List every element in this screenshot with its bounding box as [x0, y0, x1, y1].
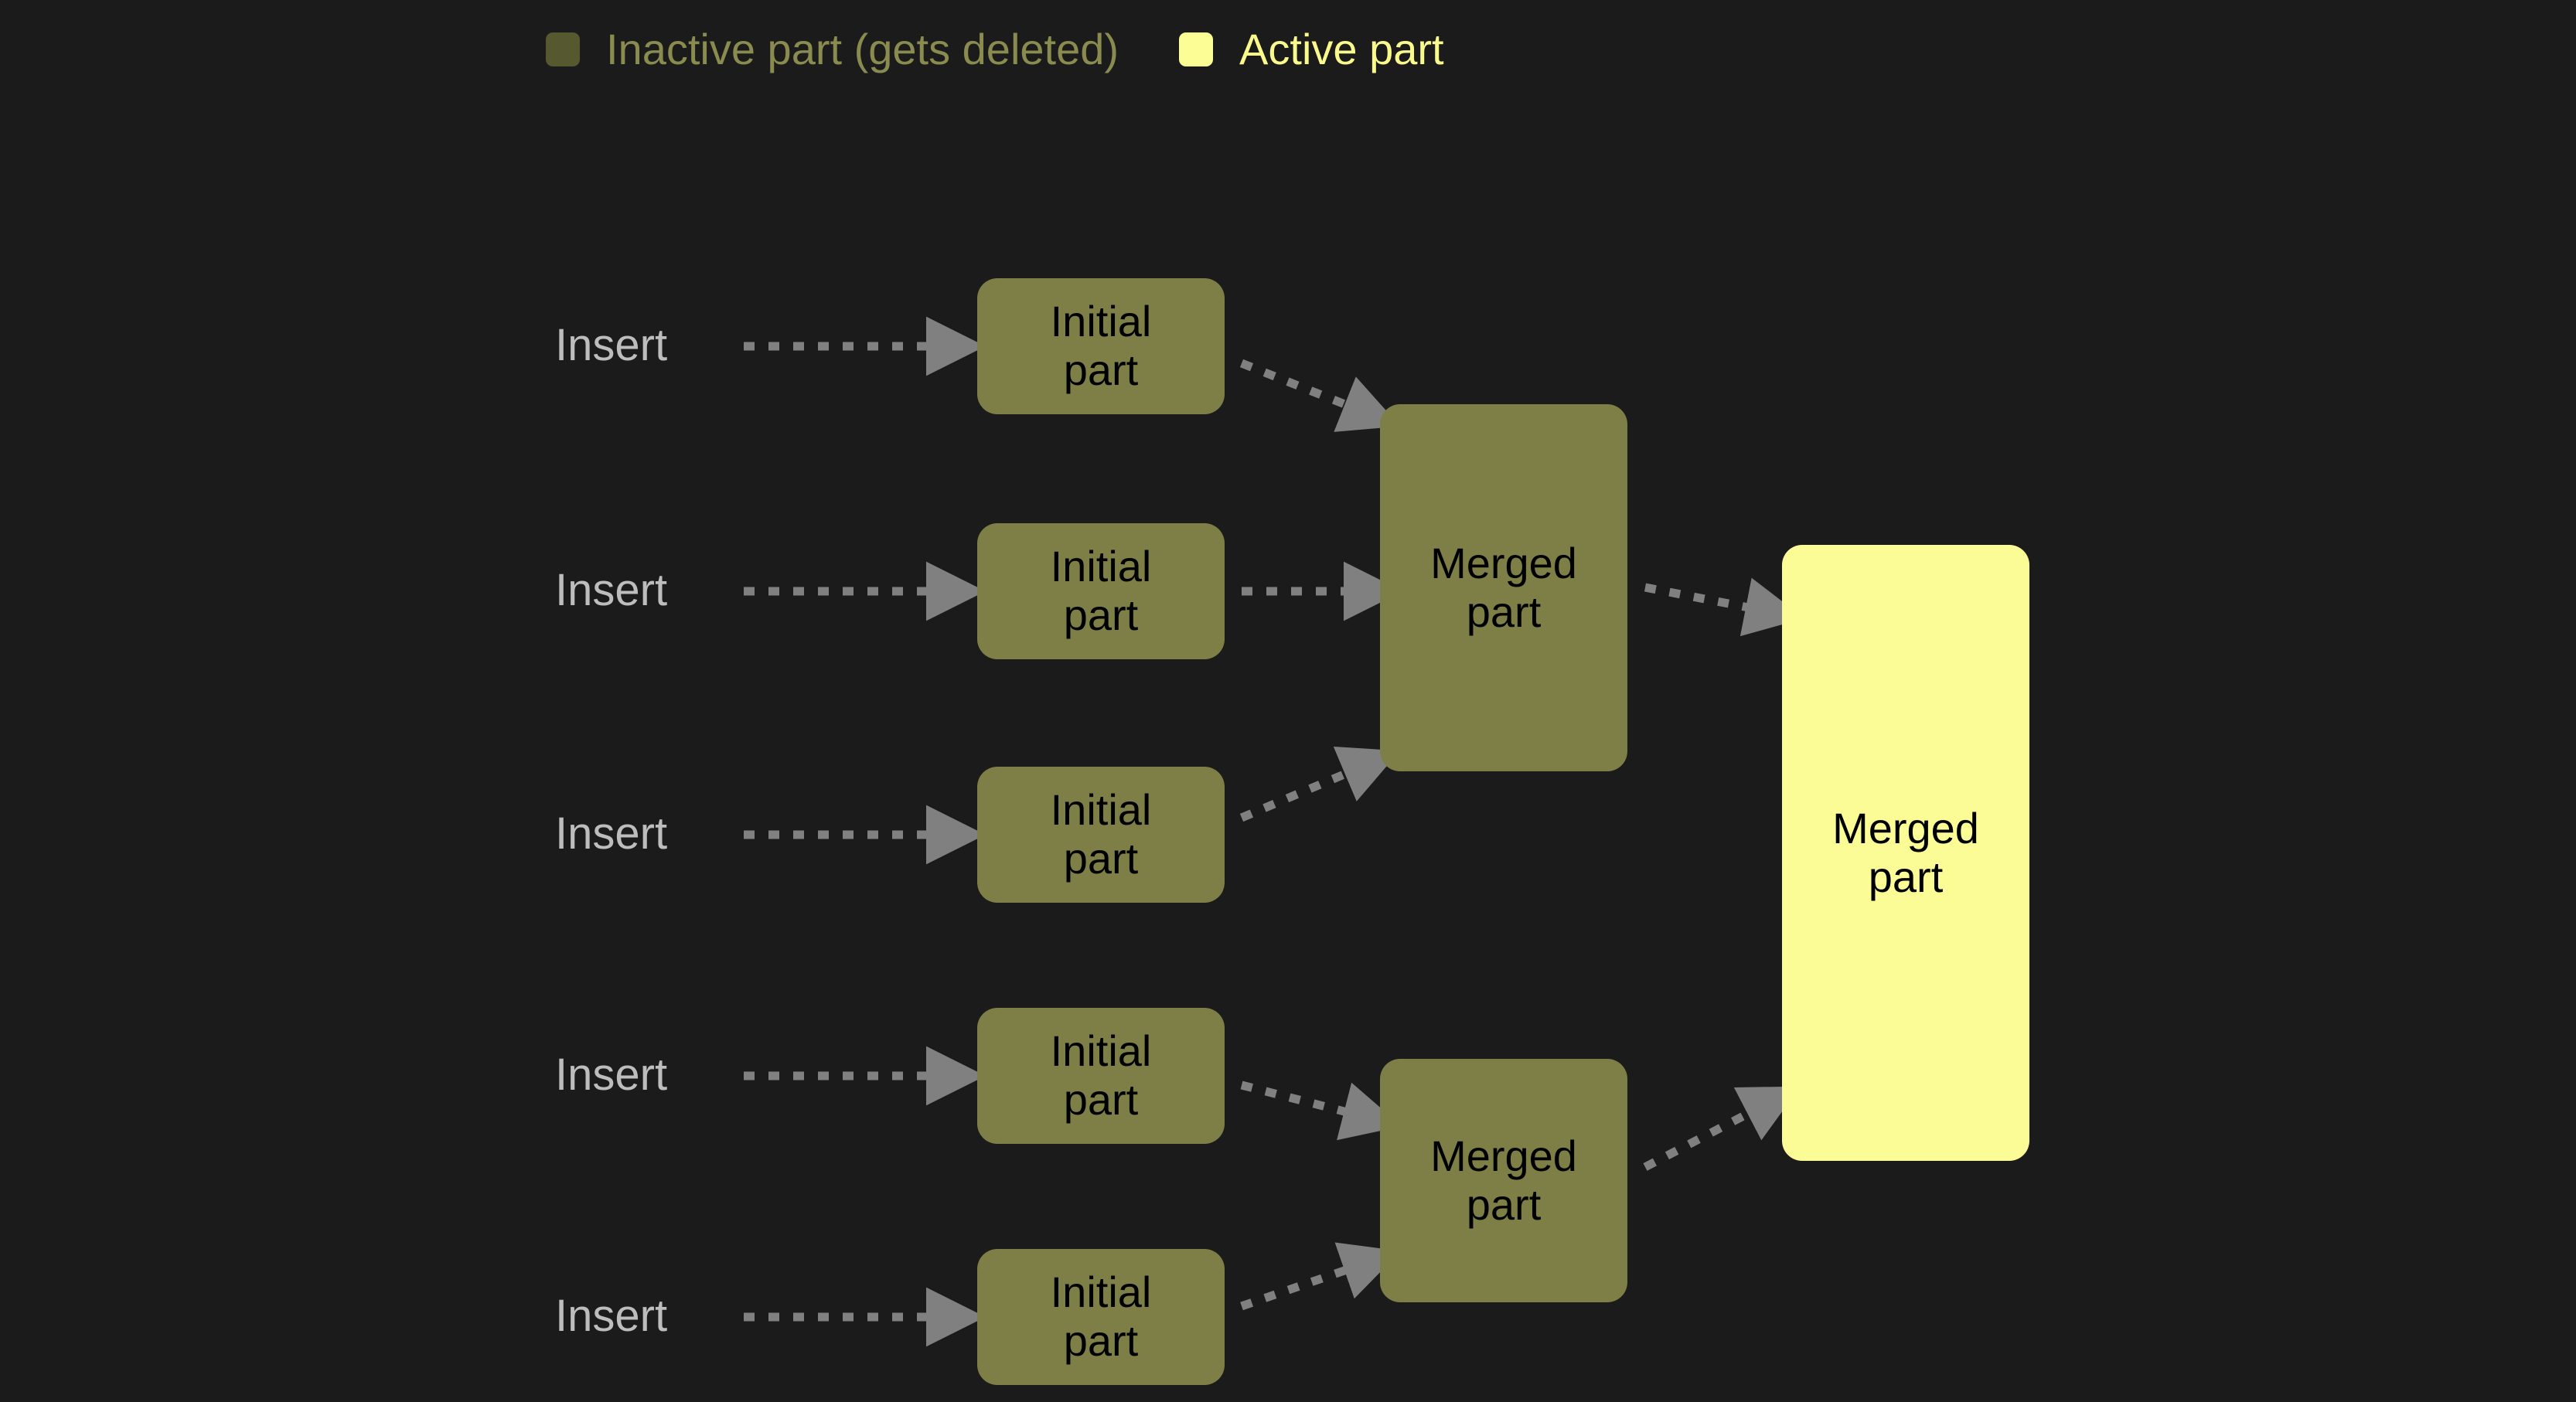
node-merged-part-1-text: Merged part	[1430, 538, 1577, 636]
insert-label-1: Insert	[555, 320, 668, 370]
insert-label-5: Insert	[555, 1291, 668, 1341]
arrow-initial5-to-merged2	[1240, 1242, 1401, 1311]
legend-label-active: Active part	[1239, 25, 1444, 73]
arrow-initial3-to-merged1	[1239, 746, 1400, 822]
node-initial-part-5[interactable]: Initial part	[977, 1249, 1225, 1385]
legend-item-inactive: Inactive part (gets deleted)	[546, 28, 1119, 71]
arrow-merged1-to-final	[1644, 577, 1804, 637]
legend-label-inactive: Inactive part (gets deleted)	[606, 25, 1119, 73]
insert-label-4: Insert	[555, 1050, 668, 1100]
insert-label-3: Insert	[555, 808, 668, 859]
node-merged-part-active[interactable]: Merged part	[1782, 545, 2029, 1161]
insert-label-2: Insert	[555, 565, 668, 615]
node-merged-part-2[interactable]: Merged part	[1380, 1059, 1627, 1302]
node-initial-part-2[interactable]: Initial part	[977, 523, 1225, 659]
legend: Inactive part (gets deleted) Active part	[546, 22, 1444, 77]
node-initial-part-4-text: Initial part	[1050, 1026, 1152, 1124]
node-merged-part-active-text: Merged part	[1832, 803, 1979, 901]
arrow-initial4-to-merged2	[1240, 1080, 1402, 1141]
legend-swatch-inactive-icon	[546, 32, 580, 66]
node-initial-part-1[interactable]: Initial part	[977, 278, 1225, 414]
node-merged-part-2-text: Merged part	[1430, 1131, 1577, 1229]
arrow-initial1-to-merged1	[1239, 359, 1401, 432]
node-initial-part-3-text: Initial part	[1050, 785, 1152, 883]
node-merged-part-1[interactable]: Merged part	[1380, 404, 1627, 771]
node-initial-part-2-text: Initial part	[1050, 542, 1152, 639]
legend-swatch-active-icon	[1179, 32, 1214, 66]
node-initial-part-4[interactable]: Initial part	[977, 1008, 1225, 1144]
node-initial-part-1-text: Initial part	[1050, 297, 1152, 394]
arrow-merged2-to-final	[1643, 1086, 1801, 1171]
legend-item-active: Active part	[1179, 28, 1444, 71]
node-initial-part-5-text: Initial part	[1050, 1268, 1152, 1365]
node-initial-part-3[interactable]: Initial part	[977, 767, 1225, 903]
